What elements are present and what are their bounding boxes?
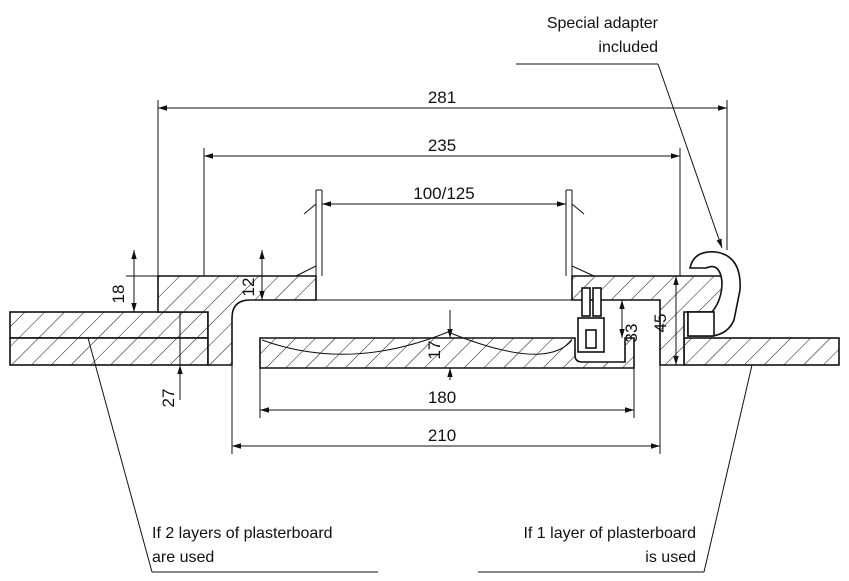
dim-flange-width: 235 (428, 136, 456, 155)
dim-collar-offset: 12 (239, 278, 258, 297)
note-adapter-line2: included (598, 39, 658, 56)
plasterboard-left (9, 311, 209, 366)
dim-total-depth: 45 (651, 314, 670, 333)
plasterboard-right (683, 337, 840, 366)
dim-flange-thickness: 18 (109, 285, 128, 304)
latch-clip (577, 287, 605, 353)
leader-lines (87, 63, 753, 573)
dim-board-thickness: 27 (159, 389, 178, 408)
dim-overall-width: 281 (428, 88, 456, 107)
dim-inner-depth: 33 (622, 324, 641, 343)
special-adapter (687, 251, 741, 337)
dim-plate-width: 180 (428, 388, 456, 407)
note-two-layers-line1: If 2 layers of plasterboard (152, 525, 333, 542)
dim-valve-depth: 17 (425, 341, 444, 360)
dim-cutout-width: 210 (428, 426, 456, 445)
dim-duct-diameter: 100/125 (413, 184, 474, 203)
valve-plate (259, 331, 635, 369)
note-two-layers-line2: are used (152, 549, 214, 566)
note-adapter-line1: Special adapter (547, 15, 659, 32)
note-one-layer-line1: If 1 layer of plasterboard (523, 525, 696, 542)
note-one-layer-line2: is used (645, 549, 696, 566)
duct-collar (295, 189, 595, 277)
dimension-lines (126, 100, 728, 454)
